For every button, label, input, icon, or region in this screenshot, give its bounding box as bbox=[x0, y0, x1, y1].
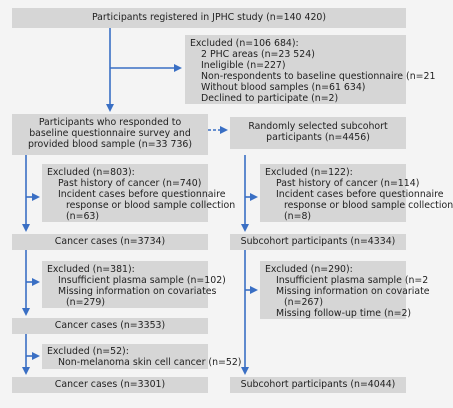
excluded-1-item: 2 PHC areas (n=23 524) bbox=[201, 49, 315, 60]
registered-box: Participants registered in JPHC study (n… bbox=[12, 8, 406, 28]
excluded-box-1: Excluded (n=106 684): 2 PHC areas (n=23 … bbox=[185, 35, 436, 104]
registered-text: Participants registered in JPHC study (n… bbox=[91, 12, 327, 23]
cancer-cases-3-box: Cancer cases (n=3301) bbox=[12, 377, 208, 393]
excluded-right-b-item: Missing information on covariate bbox=[276, 286, 430, 297]
responded-line: provided blood sample (n=33 736) bbox=[27, 139, 193, 150]
flow-connectors bbox=[22, 28, 258, 375]
excluded-right-b-item: (n=267) bbox=[284, 297, 324, 308]
subcohort-2-text: Subcohort participants (n=4044) bbox=[240, 379, 396, 390]
cancer-cases-3-text: Cancer cases (n=3301) bbox=[54, 379, 166, 390]
cancer-cases-1-box: Cancer cases (n=3734) bbox=[12, 234, 208, 250]
responded-line: Participants who responded to bbox=[38, 117, 182, 128]
excluded-left-c-item: Non-melanoma skin cell cancer (n=52) bbox=[58, 357, 242, 368]
responded-line: baseline questionnaire survey and bbox=[29, 128, 191, 139]
responded-box: Participants who responded to baseline q… bbox=[12, 114, 208, 155]
excluded-right-a-title: Excluded (n=122): bbox=[265, 167, 353, 178]
excluded-right-b-box: Excluded (n=290): Insufficient plasma sa… bbox=[260, 261, 430, 319]
excluded-right-a-item: response or blood sample collection bbox=[284, 200, 453, 211]
excluded-right-a-item: Incident cases before questionnaire bbox=[276, 189, 444, 200]
excluded-left-a-title: Excluded (n=803): bbox=[47, 167, 135, 178]
excluded-1-item: Non-respondents to baseline questionnair… bbox=[201, 71, 436, 82]
excluded-left-a-box: Excluded (n=803): Past history of cancer… bbox=[42, 164, 236, 222]
excluded-right-a-item: Past history of cancer (n=114) bbox=[276, 178, 420, 189]
excluded-left-a-item: (n=63) bbox=[66, 211, 100, 222]
cancer-cases-2-text: Cancer cases (n=3353) bbox=[54, 320, 166, 331]
excluded-left-b-item: (n=279) bbox=[66, 297, 106, 308]
cancer-cases-2-box: Cancer cases (n=3353) bbox=[12, 318, 208, 334]
excluded-left-b-box: Excluded (n=381): Insufficient plasma sa… bbox=[42, 261, 226, 308]
excluded-1-item: Without blood samples (n=61 634) bbox=[201, 82, 366, 93]
excluded-left-a-item: response or blood sample collection bbox=[66, 200, 236, 211]
subcohort-selected-line: Randomly selected subcohort bbox=[248, 121, 388, 132]
excluded-1-item: Ineligible (n=227) bbox=[201, 60, 286, 71]
excluded-left-b-item: Missing information on covariates bbox=[58, 286, 217, 297]
cancer-cases-1-text: Cancer cases (n=3734) bbox=[54, 236, 166, 247]
excluded-1-title: Excluded (n=106 684): bbox=[190, 38, 299, 49]
subcohort-selected-line: participants (n=4456) bbox=[266, 132, 370, 143]
excluded-right-b-title: Excluded (n=290): bbox=[265, 264, 353, 275]
excluded-right-a-box: Excluded (n=122): Past history of cancer… bbox=[260, 164, 453, 222]
excluded-left-a-item: Incident cases before questionnaire bbox=[58, 189, 226, 200]
excluded-left-c-title: Excluded (n=52): bbox=[47, 346, 129, 357]
excluded-left-b-title: Excluded (n=381): bbox=[47, 264, 135, 275]
subcohort-selected-box: Randomly selected subcohort participants… bbox=[230, 117, 406, 149]
excluded-right-b-item: Insufficient plasma sample (n=2 bbox=[276, 275, 429, 286]
excluded-left-c-box: Excluded (n=52): Non-melanoma skin cell … bbox=[42, 344, 242, 369]
subcohort-2-box: Subcohort participants (n=4044) bbox=[230, 377, 406, 393]
excluded-left-b-item: Insufficient plasma sample (n=102) bbox=[58, 275, 226, 286]
subcohort-1-text: Subcohort participants (n=4334) bbox=[240, 236, 396, 247]
excluded-right-b-item: Missing follow-up time (n=2) bbox=[276, 308, 412, 319]
excluded-1-item: Declined to participate (n=2) bbox=[201, 93, 339, 104]
excluded-left-a-item: Past history of cancer (n=740) bbox=[58, 178, 202, 189]
subcohort-1-box: Subcohort participants (n=4334) bbox=[230, 234, 406, 250]
excluded-right-a-item: (n=8) bbox=[284, 211, 312, 222]
